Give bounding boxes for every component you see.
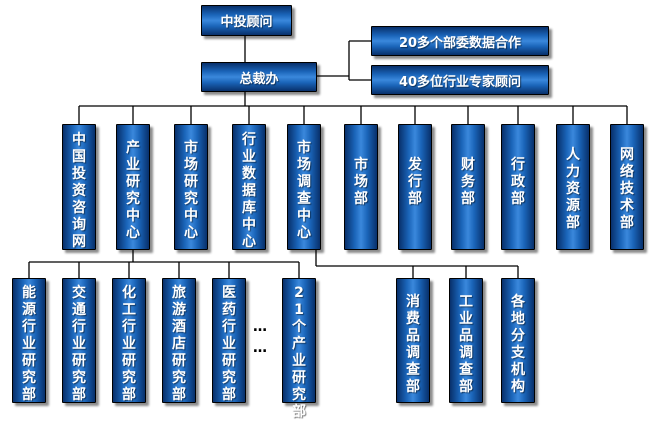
industry-unit-label-4: 旅游酒店研究部 — [172, 285, 186, 403]
department-label-2: 产业研究中心 — [126, 140, 140, 241]
department-label-9: 行政部 — [511, 157, 525, 207]
office-box: 总裁办 — [201, 62, 317, 92]
survey-unit-label-3: 各地分支机构 — [511, 294, 525, 395]
industry-unit-label-6: 21个产业研究部 — [292, 285, 306, 420]
department-label-6: 市场部 — [354, 157, 368, 207]
industry-unit-box-4: 旅游酒店研究部 — [162, 278, 196, 403]
department-label-1: 中国投资咨询网 — [72, 132, 86, 250]
top-box: 中投顾问 — [201, 5, 292, 36]
industry-unit-box-5: 医药行业研究部 — [212, 278, 246, 403]
survey-unit-box-1: 消费品调查部 — [396, 278, 430, 403]
industry-unit-box-2: 交通行业研究部 — [62, 278, 96, 403]
top-label: 中投顾问 — [220, 15, 273, 30]
survey-unit-box-2: 工业品调查部 — [449, 278, 483, 403]
department-box-6: 市场部 — [344, 124, 378, 250]
industry-unit-box-6: 21个产业研究部 — [282, 278, 316, 420]
survey-unit-label-2: 工业品调查部 — [459, 294, 473, 395]
department-label-5: 市场调查中心 — [297, 140, 311, 241]
department-label-3: 市场研究中心 — [184, 140, 198, 241]
department-label-10: 人力资源部 — [566, 147, 580, 231]
department-box-7: 发行部 — [398, 124, 432, 250]
survey-unit-box-3: 各地分支机构 — [501, 278, 535, 403]
industry-unit-label-5: 医药行业研究部 — [222, 285, 236, 403]
department-label-8: 财务部 — [461, 157, 475, 207]
industry-unit-label-2: 交通行业研究部 — [72, 285, 86, 403]
industry-unit-label-3: 化工行业研究部 — [122, 285, 136, 403]
connector-lines — [28, 36, 628, 278]
partner-box-1: 20多个部委数据合作 — [371, 26, 549, 56]
department-box-4: 行业数据库中心 — [232, 124, 266, 250]
survey-unit-label-1: 消费品调查部 — [406, 294, 420, 395]
department-box-3: 市场研究中心 — [174, 124, 208, 250]
department-box-8: 财务部 — [451, 124, 485, 250]
ellipsis-1: … — [253, 319, 268, 335]
industry-unit-label-1: 能源行业研究部 — [22, 285, 36, 403]
department-box-2: 产业研究中心 — [116, 124, 150, 250]
department-box-9: 行政部 — [501, 124, 535, 250]
partner-label-1: 20多个部委数据合作 — [398, 35, 522, 51]
department-box-1: 中国投资咨询网 — [62, 124, 96, 250]
department-label-7: 发行部 — [408, 157, 422, 207]
department-box-11: 网络技术部 — [610, 124, 644, 250]
partner-label-2: 40多位行业专家顾问 — [398, 74, 522, 90]
department-label-4: 行业数据库中心 — [242, 132, 256, 250]
department-box-5: 市场调查中心 — [287, 124, 321, 250]
department-box-10: 人力资源部 — [556, 124, 590, 250]
industry-unit-box-1: 能源行业研究部 — [12, 278, 46, 403]
ellipsis-2: … — [253, 340, 268, 356]
org-chart: 中投顾问 总裁办 20多个部委数据合作 40多位行业专家顾问 中国投资咨询网 产… — [12, 5, 644, 420]
industry-unit-box-3: 化工行业研究部 — [112, 278, 146, 403]
office-label: 总裁办 — [239, 71, 279, 87]
department-label-11: 网络技术部 — [620, 147, 634, 231]
partner-box-2: 40多位行业专家顾问 — [371, 65, 549, 95]
